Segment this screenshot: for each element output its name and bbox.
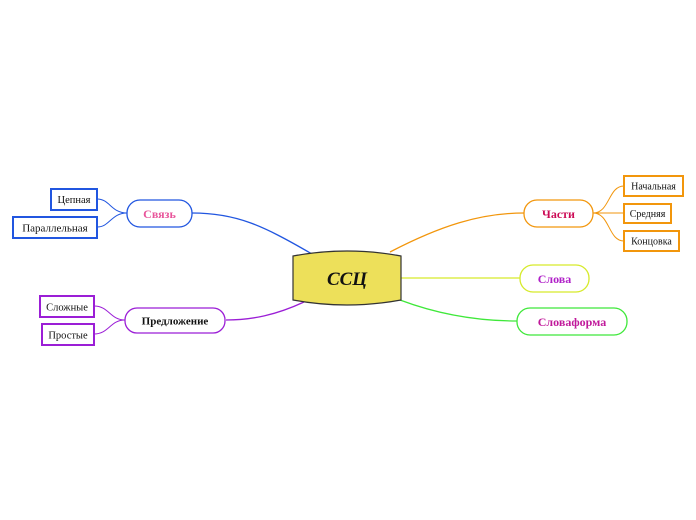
connector-chasti-koncovka	[592, 212, 625, 242]
node-slova-label: Слова	[538, 272, 572, 286]
node-parallelnaya-frame	[12, 216, 98, 239]
node-chasti[interactable]: Части	[523, 199, 594, 228]
node-predlozhenie-frame	[124, 307, 226, 334]
node-slozhnye-label: Сложные	[46, 303, 88, 314]
node-srednyaya-frame	[623, 203, 672, 224]
node-parallelnaya-label: Параллельная	[22, 223, 88, 235]
node-koncovka[interactable]: Концовка	[623, 230, 680, 252]
node-cepnaya[interactable]: Цепная	[50, 188, 98, 211]
node-nachalnaya[interactable]: Начальная	[623, 175, 684, 197]
node-prostye-frame	[41, 323, 95, 346]
connector-slovoforma	[399, 299, 518, 322]
node-parallelnaya[interactable]: Параллельная	[12, 216, 98, 239]
node-svyaz[interactable]: Связь	[126, 199, 193, 228]
node-slozhnye[interactable]: Сложные	[39, 295, 95, 318]
central-node-shape	[292, 250, 402, 306]
node-koncovka-frame	[623, 230, 680, 252]
connector-svyaz-cepnaya	[96, 198, 128, 214]
node-prostye-label: Простые	[48, 331, 88, 342]
node-slozhnye-frame	[39, 295, 95, 318]
node-slova[interactable]: Слова	[519, 264, 590, 293]
connector-predlozhenie	[225, 301, 305, 321]
central-node-label: ССЦ	[327, 269, 368, 290]
node-svyaz-frame	[126, 199, 193, 228]
central-node[interactable]: ССЦ	[292, 250, 402, 306]
node-slova-frame	[519, 264, 590, 293]
node-koncovka-label: Концовка	[631, 237, 672, 248]
node-prostye[interactable]: Простые	[41, 323, 95, 346]
connector-chasti	[389, 212, 525, 253]
node-srednyaya-label: Средняя	[630, 209, 666, 220]
node-svyaz-label: Связь	[143, 207, 176, 221]
node-predlozhenie[interactable]: Предложение	[124, 307, 226, 334]
node-cepnaya-frame	[50, 188, 98, 211]
connector-pred-slozhnye	[93, 305, 126, 321]
connector-svyaz-parallelnaya	[96, 212, 128, 228]
node-nachalnaya-frame	[623, 175, 684, 197]
node-chasti-frame	[523, 199, 594, 228]
node-slovoforma-frame	[516, 307, 628, 336]
node-chasti-label: Части	[542, 207, 575, 221]
node-slovoforma[interactable]: Словаформа	[516, 307, 628, 336]
node-nachalnaya-label: Начальная	[631, 182, 676, 193]
node-slovoforma-label: Словаформа	[538, 315, 606, 329]
connector-pred-prostye	[93, 319, 126, 335]
connector-svyaz	[191, 212, 313, 255]
node-predlozhenie-label: Предложение	[142, 316, 209, 328]
node-cepnaya-label: Цепная	[58, 195, 91, 206]
node-srednyaya[interactable]: Средняя	[623, 203, 672, 224]
connector-chasti-nachalnaya	[592, 185, 625, 214]
